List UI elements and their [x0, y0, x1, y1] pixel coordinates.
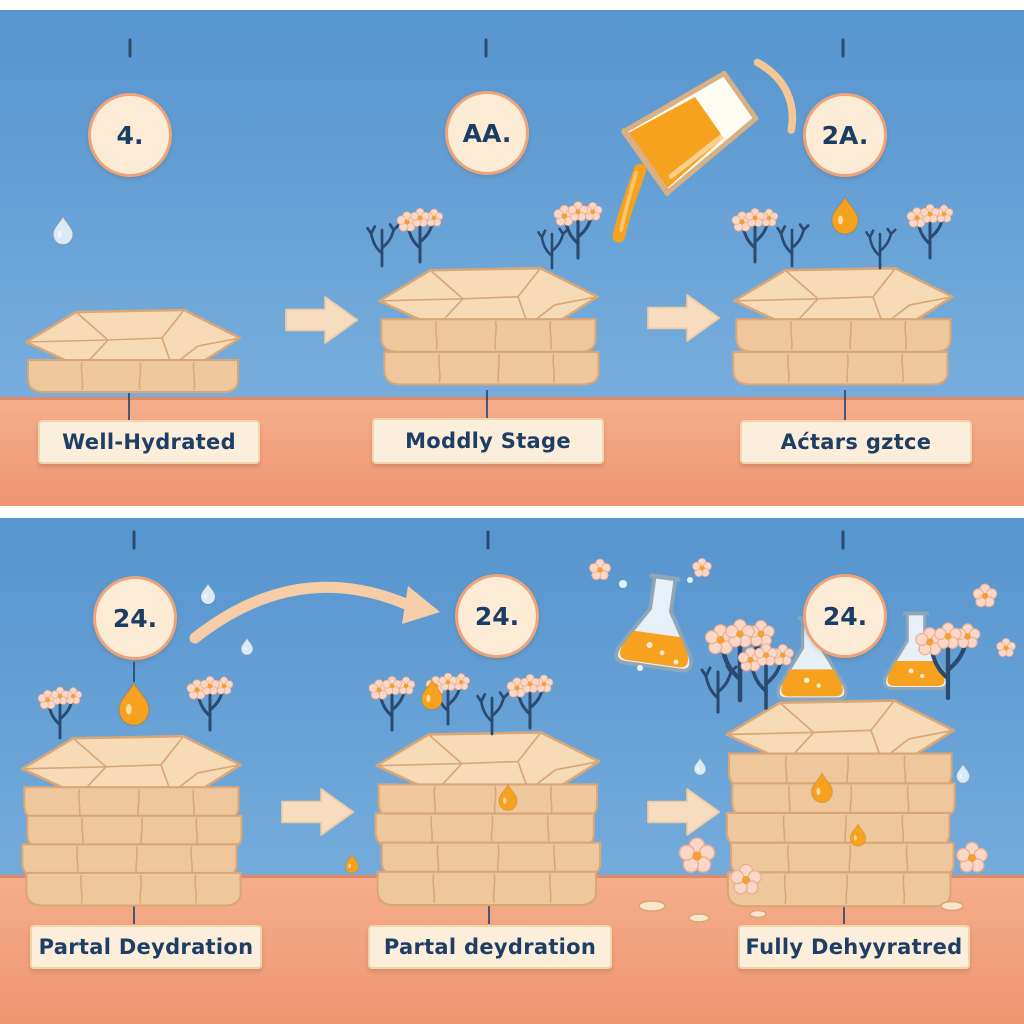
stage-circle: 4. [88, 93, 172, 177]
stage-circle: 24. [455, 574, 539, 658]
stage-label: Partal Deydration [30, 925, 262, 969]
stage-label: Aćtars gztce [740, 420, 972, 464]
stage-circle: 24. [803, 574, 887, 658]
stage-circle: 24. [93, 576, 177, 660]
stage-circle: 2A. [803, 93, 887, 177]
stage-label: Moddly Stage [372, 418, 604, 464]
stage-label: Partal deydration [368, 925, 612, 969]
stage-circle: AA. [445, 91, 529, 175]
stage-label: Well-Hydrated [38, 420, 260, 464]
stage-label: Fully Dehyyratred [738, 925, 970, 969]
